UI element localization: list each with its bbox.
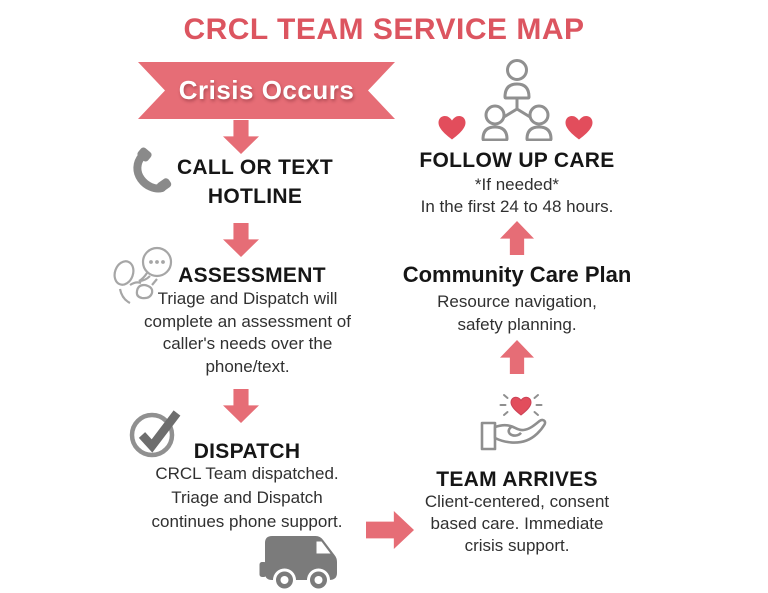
step-description-line: based care. Immediate [430, 514, 604, 533]
step-title-hotline: CALL OR TEXT HOTLINE [155, 153, 355, 211]
people-network-icon [470, 57, 564, 141]
phone-icon [131, 147, 175, 195]
arrow-down-icon [223, 120, 259, 154]
step-description-line: safety planning. [457, 315, 577, 334]
step-title-line: CALL OR TEXT [176, 156, 334, 179]
arrow-down-icon [223, 223, 259, 257]
step-description-line: continues phone support. [151, 512, 343, 531]
hand-holding-heart-icon [476, 385, 566, 463]
step-title-assessment: ASSESSMENT [178, 264, 326, 287]
step-title-community-care-plan: Community Care Plan [402, 262, 632, 287]
page-title: CRCL TEAM SERVICE MAP [183, 13, 585, 46]
step-description-line: Triage and Dispatch [171, 488, 323, 507]
crisis-occurs-banner: Crisis Occurs [138, 62, 395, 119]
arrow-up-icon [500, 340, 534, 374]
step-title-follow-up-care: FOLLOW UP CARE [419, 149, 615, 172]
step-title-line: HOTLINE [207, 185, 303, 208]
step-description-line: caller's needs over the [162, 334, 333, 353]
banner-label: Crisis Occurs [178, 75, 355, 105]
step-description-line: Resource navigation, [437, 292, 597, 311]
step-description-line: *If needed* [474, 175, 560, 194]
step-description-line: CRCL Team dispatched. [155, 464, 339, 483]
heart-icon [436, 114, 468, 142]
step-description-line: Client-centered, consent [424, 492, 610, 511]
step-description-community-care-plan: Resource navigation, safety planning. [397, 290, 637, 336]
step-description-follow-up-care: *If needed* In the first 24 to 48 hours. [397, 174, 637, 218]
arrow-up-icon [500, 221, 534, 255]
step-description-team-arrives: Client-centered, consent based care. Imm… [397, 491, 637, 557]
step-description-dispatch: CRCL Team dispatched. Triage and Dispatc… [122, 462, 372, 534]
check-circle-icon [127, 404, 183, 460]
heart-icon [563, 114, 595, 142]
step-title-team-arrives: TEAM ARRIVES [436, 468, 598, 491]
step-description-line: crisis support. [464, 536, 570, 555]
step-description-assessment: Triage and Dispatch will complete an ass… [125, 288, 370, 378]
step-title-dispatch: DISPATCH [193, 440, 301, 463]
step-description-line: Triage and Dispatch will [157, 289, 338, 308]
person-texting-icon [110, 241, 182, 325]
step-description-line: In the first 24 to 48 hours. [420, 197, 614, 216]
step-description-line: phone/text. [205, 356, 290, 376]
delivery-van-icon [259, 533, 343, 591]
step-description-line: complete an assessment of [144, 311, 351, 331]
arrow-down-icon [223, 389, 259, 423]
